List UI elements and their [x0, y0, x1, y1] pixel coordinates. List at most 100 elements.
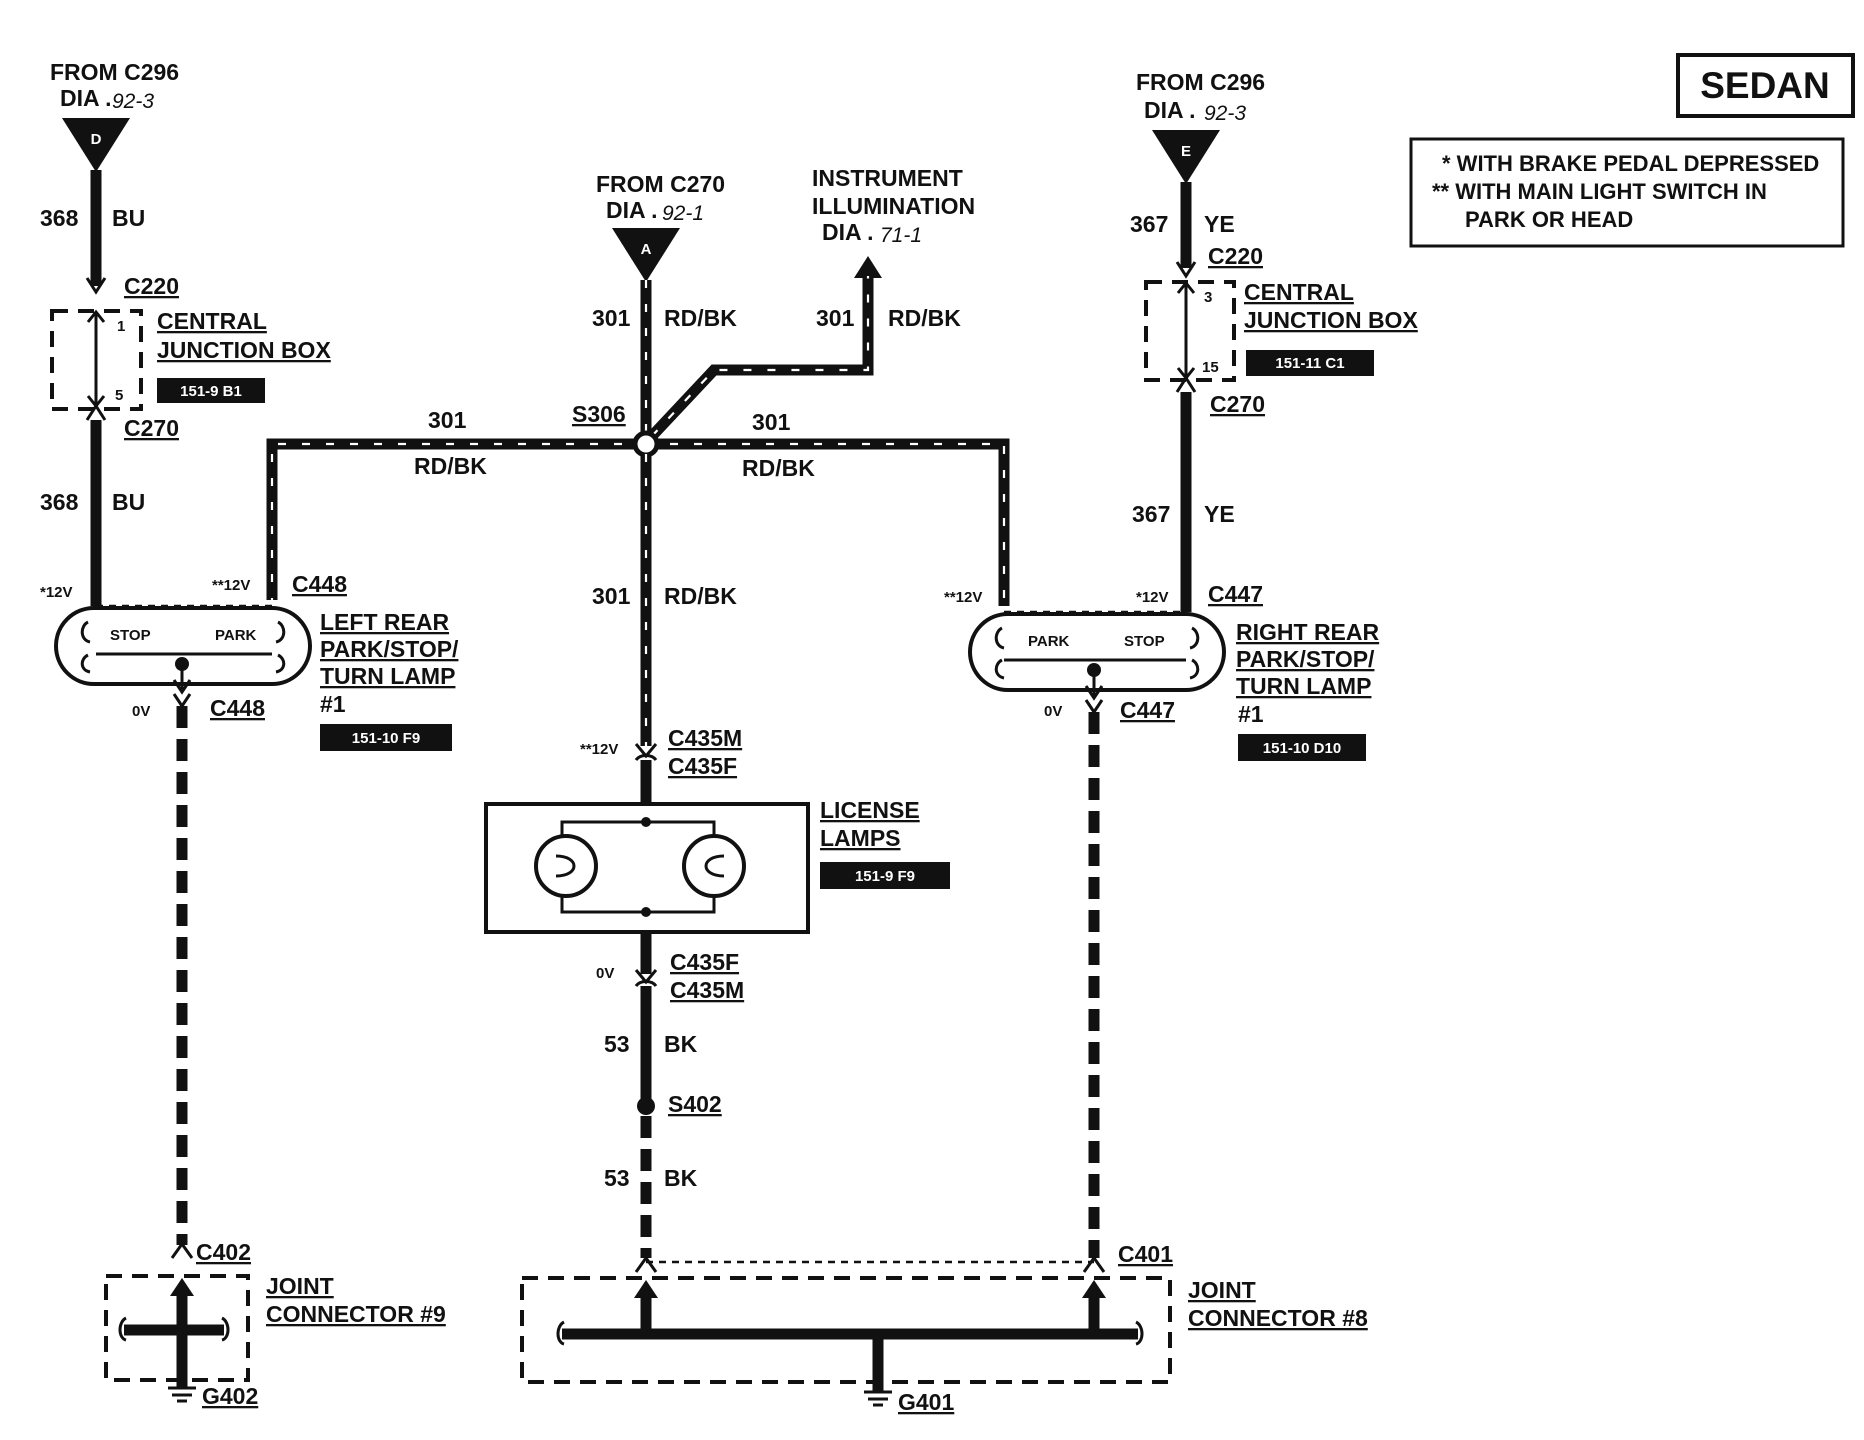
right-feed-circuit-num: 301: [752, 409, 791, 435]
center-circuit-num-1: 301: [592, 305, 631, 331]
right-lamp-stop-filament-icon: [1189, 626, 1200, 680]
license-c435m-bottom: C435M: [670, 977, 744, 1003]
right-park-feed-wire: [646, 438, 1010, 606]
left-ground-label: G402: [202, 1383, 258, 1409]
right-jb-ref: 151-11 C1: [1275, 355, 1344, 372]
center-ground-circuit-1: 53: [604, 1031, 630, 1057]
left-source-dia-ref: 92-3: [112, 90, 154, 113]
left-lamp-conn: C448: [292, 571, 347, 597]
license-lamps-title-2: LAMPS: [820, 825, 901, 851]
right-junction-box: [1144, 280, 1236, 382]
left-jc-arrow-icon: [170, 1278, 194, 1296]
right-ground-conn: C447: [1120, 697, 1175, 723]
instrument-dia: DIA .: [822, 219, 874, 245]
left-c402-label: C402: [196, 1239, 251, 1265]
instrument-circuit-color: RD/BK: [888, 305, 961, 331]
left-ground-symbol-icon: [168, 1386, 196, 1403]
joint-connector-8-title-1: JOINT: [1188, 1277, 1256, 1303]
right-lamp-title-2: PARK/STOP/: [1236, 646, 1375, 672]
left-circuit-color-1: BU: [112, 205, 145, 231]
license-lamp-right-filament: [704, 854, 725, 878]
left-feed-circuit-num: 301: [428, 407, 467, 433]
right-rear-lamp: [968, 612, 1226, 692]
left-lamp-stop-label: STOP: [110, 627, 151, 644]
right-c270-label: C270: [1210, 391, 1265, 417]
instrument-dia-ref: 71-1: [880, 224, 922, 247]
license-c435m-top: C435M: [668, 725, 742, 751]
left-lamp-title-1: LEFT REAR: [320, 609, 449, 635]
diagram-title: SEDAN: [1700, 65, 1830, 106]
right-lamp-ground-pin-icon: [1084, 670, 1104, 701]
right-jb-pin-top: 3: [1204, 289, 1212, 306]
right-ground-conn-pin-icon: [1084, 699, 1104, 715]
license-conn-bottom-icon: [634, 969, 658, 988]
left-c402-pin-icon: [170, 1241, 194, 1259]
center-source-connector-icon: [612, 228, 680, 282]
left-lamp-title-2: PARK/STOP/: [320, 636, 459, 662]
right-circuit-num-1: 367: [1130, 211, 1168, 237]
right-lamp-park-voltage: **12V: [944, 589, 982, 606]
right-lamp-title-3: TURN LAMP: [1236, 673, 1371, 699]
left-source-connector-icon: [62, 118, 130, 172]
center-source-dia-ref: 92-1: [662, 202, 704, 225]
right-source-dia-ref: 92-3: [1204, 102, 1246, 125]
right-jb-title-2: JUNCTION BOX: [1244, 307, 1418, 333]
license-lamps-ref-box: [820, 862, 950, 889]
center-circuit-num-2: 301: [592, 583, 631, 609]
left-ground-conn: C448: [210, 695, 265, 721]
right-ground-voltage: 0V: [1044, 703, 1062, 720]
left-jc-end-icon: [118, 1316, 230, 1342]
center-jc-arrow-icon: [634, 1280, 658, 1298]
right-c401-pin-icon: [1082, 1255, 1106, 1273]
center-circuit-color-2: RD/BK: [664, 583, 737, 609]
right-lamp-ref-box: [1238, 734, 1366, 761]
joint-connector-9-title-1: JOINT: [266, 1273, 334, 1299]
right-lamp-title-1: RIGHT REAR: [1236, 619, 1380, 645]
left-c220-label: C220: [124, 273, 179, 299]
center-source-from: FROM C270: [596, 171, 725, 197]
left-circuit-num-1: 368: [40, 205, 79, 231]
right-c401-label: C401: [1118, 1241, 1173, 1267]
right-source-connector-icon: [1152, 130, 1220, 184]
left-lamp-park-filament-icon: [275, 620, 286, 674]
center-ground-symbol-icon: [864, 1390, 892, 1407]
left-park-feed-stripe: [270, 442, 646, 600]
license-lamp-left-filament: [555, 854, 576, 878]
legend-line-1: * WITH BRAKE PEDAL DEPRESSED: [1442, 151, 1819, 176]
right-source-dia: DIA .: [1144, 97, 1196, 123]
right-c270-pin-icon: [1175, 375, 1197, 393]
right-c220-pin-icon: [1175, 261, 1197, 279]
license-lamp-right-icon: [682, 834, 746, 898]
right-source-from: FROM C296: [1136, 69, 1265, 95]
license-lamp-top-node: [641, 817, 651, 827]
left-ground-voltage: 0V: [132, 703, 150, 720]
right-lamp-ref: 151-10 D10: [1263, 740, 1341, 757]
right-lamp-title-4: #1: [1238, 701, 1264, 727]
left-c270-pin-icon: [85, 403, 107, 421]
left-source-from: FROM C296: [50, 59, 179, 85]
center-source-dia: DIA .: [606, 197, 658, 223]
right-lamp-stop-label: STOP: [1124, 633, 1165, 650]
left-jb-ref: 151-9 B1: [180, 383, 242, 400]
left-lamp-ref: 151-10 F9: [352, 730, 420, 747]
license-c435f-top: C435F: [668, 753, 737, 779]
center-ground-circuit-2: 53: [604, 1165, 630, 1191]
left-c220-pin-icon: [85, 277, 107, 295]
right-lamp-conn: C447: [1208, 581, 1263, 607]
right-lamp-stop-voltage: *12V: [1136, 589, 1169, 606]
right-source-letter: E: [1181, 143, 1191, 160]
right-circuit-color-1: YE: [1204, 211, 1235, 237]
left-source-letter: D: [91, 131, 102, 148]
left-lamp-stop-filament-icon: [80, 620, 91, 674]
center-ground-color-2: BK: [664, 1165, 698, 1191]
title-box: [1676, 53, 1855, 118]
left-circuit-num-2: 368: [40, 489, 79, 515]
splice-s306-label: S306: [572, 401, 626, 427]
joint-connector-9-title-2: CONNECTOR #9: [266, 1301, 446, 1327]
right-circuit-color-2: YE: [1204, 501, 1235, 527]
left-lamp-park-voltage: **12V: [212, 577, 250, 594]
right-park-feed-stripe: [646, 442, 1006, 606]
license-lamp-bottom-node: [641, 907, 651, 917]
instrument-branch-stripe: [651, 276, 870, 437]
left-jb-pin-bottom: 5: [115, 387, 123, 404]
